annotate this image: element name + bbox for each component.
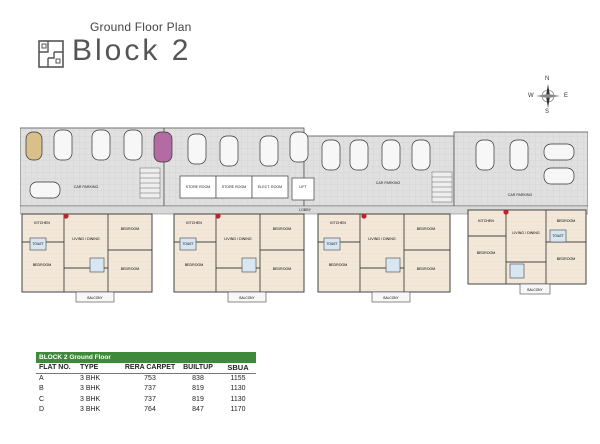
flat-a-kitchen-label: KITCHEN: [34, 221, 50, 225]
flat-c-living-label: LIVING / DINING: [368, 237, 396, 241]
cell-rera: 737: [144, 385, 156, 392]
flat-c-toilet-label: TOILET: [326, 242, 337, 246]
cell-sbua: 1130: [230, 385, 246, 392]
car-parking-label-2: CAR PARKING: [376, 181, 401, 185]
flat-c-bedroom-label-1: BEDROOM: [329, 263, 348, 267]
col-flat-no: FLAT NO.: [39, 364, 71, 371]
parked-cars: [25, 129, 575, 199]
flat-b-balcony-label: BALCONY: [239, 296, 255, 300]
flat-a-living-label: LIVING / DINING: [72, 237, 100, 241]
compass-s: S: [545, 109, 550, 115]
cell-rera: 753: [144, 374, 156, 382]
service-block: STORE ROOM STORE ROOM ELECT. ROOM LIFT L…: [74, 175, 533, 212]
entrance-markers: [63, 209, 509, 219]
table-row: C 3 BHK 737 819 1130: [36, 395, 256, 406]
col-type: TYPE: [80, 364, 99, 371]
flat-c-bedroom-label-2: BEDROOM: [417, 227, 436, 231]
table-row: B 3 BHK 737 819 1130: [36, 384, 256, 395]
flat-c-bedroom-label-3: BEDROOM: [417, 267, 436, 271]
flat-b-living-label: LIVING / DINING: [224, 237, 252, 241]
flat-b-bedroom-label-2: BEDROOM: [273, 227, 292, 231]
cell-builtup: 838: [192, 374, 204, 382]
cell-builtup: 847: [192, 406, 204, 413]
lift-label: LIFT: [299, 185, 307, 189]
flat-d-kitchen-label: KITCHEN: [478, 219, 494, 223]
block-title: Block 2: [72, 34, 192, 67]
flat-d: LIVING / DINING BEDROOM BEDROOM BEDROOM …: [467, 209, 587, 295]
cell-rera: 737: [144, 395, 156, 403]
flat-a-balcony-label: BALCONY: [87, 296, 103, 300]
flat-b-bedroom-label-3: BEDROOM: [273, 267, 292, 271]
cell-flat: A: [39, 374, 44, 382]
compass-e: E: [564, 93, 569, 99]
flat-d-bedroom-label-2: BEDROOM: [557, 219, 576, 223]
flat-b: LIVING / DINING BEDROOM BEDROOM BEDROOM …: [173, 213, 305, 303]
cell-type: 3 BHK: [80, 374, 101, 382]
flat-d-toilet-label: TOILET: [552, 234, 563, 238]
table-row: D 3 BHK 764 847 1170: [36, 405, 256, 416]
car-parking-label-1: CAR PARKING: [74, 185, 99, 189]
flat-a-toilet-label: TOILET: [32, 242, 43, 246]
car-parking-label-3: CAR PARKING: [508, 193, 533, 197]
col-rera-carpet: RERA CARPET: [124, 364, 176, 371]
compass-w: W: [528, 93, 534, 99]
col-sbua: SBUA: [227, 363, 249, 372]
area-statement-table: BLOCK 2 Ground Floor FLAT NO. TYPE RERA …: [36, 352, 256, 416]
ground-floor-plan: STORE ROOM STORE ROOM ELECT. ROOM LIFT L…: [20, 127, 588, 303]
flat-d-living-label: LIVING / DINING: [512, 231, 540, 235]
flat-a-bedroom-label-3: BEDROOM: [121, 267, 140, 271]
cell-sbua: 1155: [230, 374, 246, 382]
cell-builtup: 819: [192, 395, 204, 403]
flat-b-kitchen-label: KITCHEN: [186, 221, 202, 225]
cell-flat: B: [39, 385, 44, 392]
cell-sbua: 1130: [230, 395, 246, 403]
header: Ground Floor Plan Block 2: [36, 14, 296, 74]
plan-subtitle: Ground Floor Plan: [90, 20, 192, 34]
flat-c-kitchen-label: KITCHEN: [330, 221, 346, 225]
cell-flat: C: [39, 395, 45, 403]
store-room-label-1: STORE ROOM: [186, 185, 211, 189]
flat-c: LIVING / DINING BEDROOM BEDROOM BEDROOM …: [317, 213, 451, 303]
flat-b-bedroom-label-1: BEDROOM: [185, 263, 204, 267]
table-row: A 3 BHK 753 838 1155: [36, 374, 256, 385]
flat-a: LIVING / DINING BEDROOM BEDROOM BEDROOM …: [21, 213, 153, 303]
flat-c-balcony-label: BALCONY: [383, 296, 399, 300]
lobby-label: LOBBY: [299, 208, 312, 212]
cell-type: 3 BHK: [80, 385, 101, 392]
floor-plan-icon: [38, 40, 64, 68]
compass-n: N: [545, 76, 550, 82]
flat-d-bedroom-label-3: BEDROOM: [557, 257, 576, 261]
store-room-label-2: STORE ROOM: [222, 185, 247, 189]
table-header-row: FLAT NO. TYPE RERA CARPET BUILTUP SBUA: [36, 363, 256, 374]
staircases: [139, 167, 453, 203]
flat-a-bedroom-label-2: BEDROOM: [121, 227, 140, 231]
cell-flat: D: [39, 406, 45, 413]
cell-rera: 764: [144, 406, 156, 413]
cell-sbua: 1170: [230, 406, 246, 413]
compass-rose-icon: [536, 84, 560, 108]
col-builtup: BUILTUP: [183, 364, 213, 371]
flat-d-balcony-label: BALCONY: [527, 288, 543, 292]
flat-b-toilet-label: TOILET: [182, 242, 193, 246]
elect-room-label: ELECT. ROOM: [258, 185, 282, 189]
flat-d-bedroom-label-1: BEDROOM: [477, 251, 496, 255]
cell-builtup: 819: [192, 385, 204, 392]
cell-type: 3 BHK: [80, 406, 101, 413]
compass: N S E W: [526, 76, 570, 116]
flat-a-bedroom-label-1: BEDROOM: [33, 263, 52, 267]
table-heading: BLOCK 2 Ground Floor: [36, 352, 256, 363]
cell-type: 3 BHK: [80, 395, 101, 403]
